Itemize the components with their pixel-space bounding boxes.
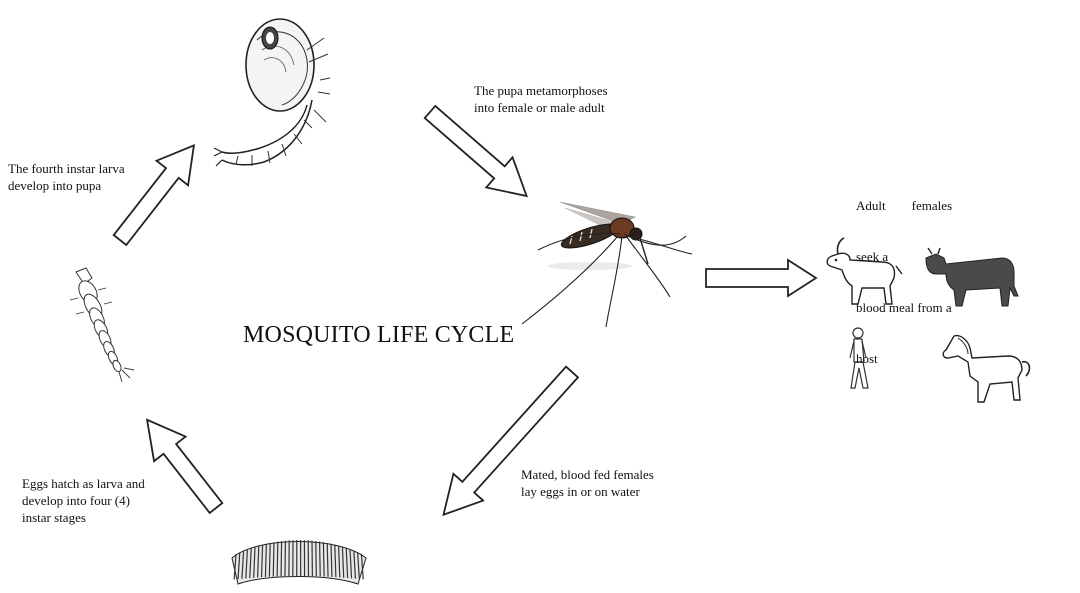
egg-stroke [315, 540, 317, 577]
egg-stroke [257, 545, 260, 578]
label-line: Adult females [856, 198, 953, 213]
egg-raft-illustration [231, 540, 367, 585]
label-line: host [856, 351, 878, 366]
label-line: lay eggs in or on water [521, 484, 640, 499]
label-eggs-hatch: Eggs hatch as larva and develop into fou… [22, 475, 145, 526]
label-line: instar stages [22, 510, 86, 525]
egg-stroke [241, 550, 245, 579]
arrow-pupa-to-adult [423, 104, 529, 198]
egg-stroke [260, 544, 264, 578]
adult-mosquito-illustration [521, 201, 693, 328]
egg-stroke [276, 541, 279, 577]
egg-stroke [237, 552, 241, 580]
egg-stroke [268, 542, 271, 577]
egg-stroke [357, 552, 360, 580]
egg-stroke [233, 554, 237, 580]
egg-stroke [330, 543, 333, 577]
pupa-illustration [213, 18, 331, 167]
label-pupa-to-adult: The pupa metamorphoses into female or ma… [474, 82, 608, 116]
label-larva-to-pupa: The fourth instar larva develop into pup… [8, 160, 125, 194]
egg-stroke [272, 542, 275, 577]
goat-illustration [826, 237, 903, 305]
egg-stroke [360, 553, 364, 580]
egg-stroke [353, 550, 357, 579]
egg-stroke [338, 545, 341, 578]
egg-stroke [349, 549, 353, 579]
label-line: seek a [856, 249, 889, 264]
label-line: develop into pupa [8, 178, 102, 193]
egg-stroke [334, 544, 337, 578]
egg-stroke [322, 542, 325, 577]
larva-illustration [69, 267, 135, 383]
egg-stroke [249, 548, 252, 579]
label-line: develop into four (4) [22, 493, 130, 508]
egg-stroke [245, 549, 248, 579]
human-illustration [849, 327, 869, 389]
label-adult-feeding: Adult females seek a blood meal from a h… [856, 163, 952, 384]
label-line: Eggs hatch as larva and [22, 476, 145, 491]
horse-illustration [942, 334, 1031, 403]
egg-stroke [319, 541, 321, 577]
egg-stroke [345, 547, 349, 579]
egg-stroke [264, 543, 267, 577]
egg-stroke [253, 546, 256, 578]
label-line: into female or male adult [474, 100, 605, 115]
arrow-adult-to-host [705, 258, 818, 298]
egg-stroke [280, 541, 283, 577]
label-lay-eggs: Mated, blood fed females lay eggs in or … [521, 466, 654, 500]
diagram-title: MOSQUITO LIFE CYCLE [243, 322, 515, 348]
arrow-eggs-to-larva [145, 418, 224, 515]
egg-stroke [341, 546, 345, 578]
egg-stroke [326, 542, 329, 577]
label-line: The fourth instar larva [8, 161, 125, 176]
arrow-adult-to-eggs [442, 365, 580, 517]
label-line: The pupa metamorphoses [474, 83, 608, 98]
label-line: Mated, blood fed females [521, 467, 654, 482]
arrow-larva-to-pupa [112, 144, 195, 247]
label-line: blood meal from a [856, 300, 952, 315]
cow-illustration [925, 247, 1019, 307]
